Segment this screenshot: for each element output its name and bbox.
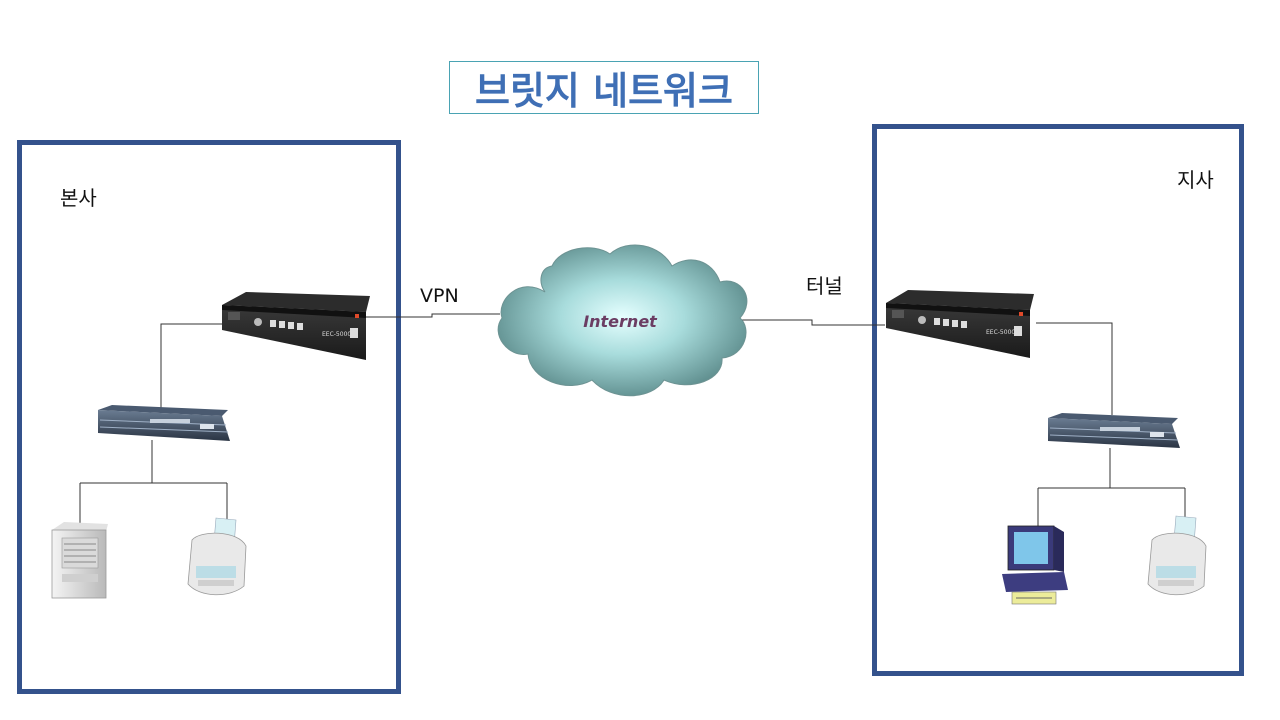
diagram-title: 브릿지 네트워크 — [449, 61, 759, 114]
line-appliance-to-switch-hq — [160, 323, 222, 410]
cloud-label: Internet — [583, 312, 658, 331]
internet-cloud: Internet — [497, 244, 748, 397]
branch-network-switch — [1048, 413, 1180, 448]
hq-site-frame — [17, 140, 401, 694]
branch-desktop-computer — [1002, 525, 1068, 605]
vpn-link-label: VPN — [420, 285, 459, 307]
branch-security-appliance: EEC-5000 — [886, 290, 1034, 358]
branch-site-label: 지사 — [1177, 168, 1214, 192]
line-switch-to-devices-hq — [79, 440, 228, 523]
branch-site-frame — [872, 124, 1244, 676]
branch-appliance-model: EEC-5000 — [986, 329, 1015, 336]
branch-fax-printer — [1147, 515, 1207, 596]
line-hq-to-cloud — [366, 313, 500, 318]
tunnel-link-label: 터널 — [806, 274, 843, 298]
line-cloud-to-branch — [742, 319, 885, 326]
line-appliance-to-switch-branch — [1036, 322, 1113, 415]
line-switch-to-devices-branch — [1037, 448, 1186, 528]
hq-server — [51, 522, 108, 599]
hq-security-appliance: EEC-5000 — [222, 292, 370, 360]
hq-appliance-model: EEC-5000 — [322, 331, 351, 338]
connection-lines — [79, 313, 1186, 528]
hq-network-switch — [98, 405, 230, 441]
hq-site-label: 본사 — [60, 186, 97, 210]
hq-fax-printer — [187, 517, 247, 596]
